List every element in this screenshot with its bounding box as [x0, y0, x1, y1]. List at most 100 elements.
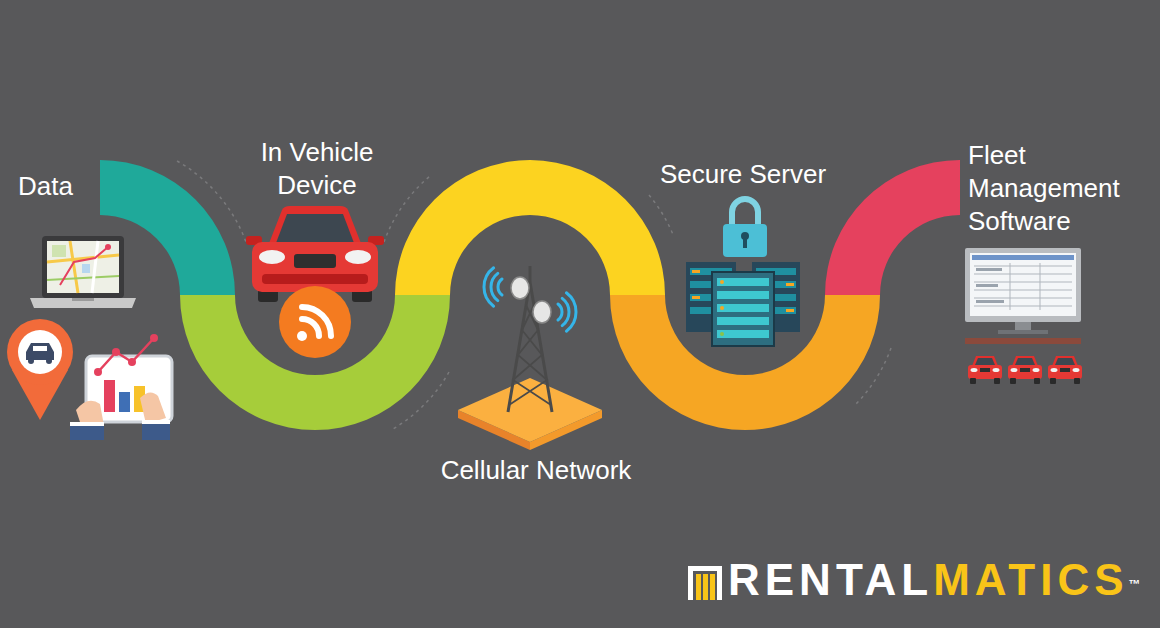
sleeve: [70, 424, 104, 440]
car-roof: [268, 206, 362, 246]
map-block: [82, 264, 90, 273]
logo-bar: [696, 574, 701, 600]
dashed-arc: [393, 372, 449, 429]
chart-bar: [104, 380, 115, 412]
laptop-bezel: [42, 236, 124, 298]
stage-label: Fleet Management Software: [968, 137, 1152, 240]
wave-segment: [100, 160, 235, 295]
stage-label: In Vehicle Device: [237, 134, 397, 204]
cuff: [70, 422, 104, 426]
dashed-arc: [649, 195, 674, 237]
server-slot: [717, 291, 769, 299]
stage-title: In Vehicle Device: [237, 136, 397, 202]
server-slot: [756, 307, 796, 314]
screen-column: [1010, 263, 1040, 310]
car-mirror: [368, 236, 384, 245]
map-road: [92, 241, 98, 293]
monitor-screen: [970, 253, 1076, 316]
server-light: [786, 283, 794, 286]
server-slot: [756, 294, 796, 301]
screen-cell: [976, 300, 1004, 303]
radio-wave: [558, 304, 562, 320]
pin-head: [7, 319, 73, 385]
wave-segment: [825, 160, 960, 295]
monitor-icon: [965, 248, 1082, 384]
pin-inner: [18, 330, 62, 374]
dashed-arcs: [177, 161, 891, 429]
laptop-icon: [30, 236, 136, 308]
map-route: [60, 247, 108, 285]
monitor-base: [998, 330, 1048, 334]
radio-wave: [566, 293, 576, 331]
hand: [140, 392, 166, 424]
fleet-car: [1048, 356, 1082, 384]
server-rack: [712, 272, 774, 346]
pin-car: [26, 343, 54, 360]
wave-segment: [395, 160, 665, 295]
logo-mark: [688, 566, 722, 600]
server-light: [720, 280, 724, 284]
server-slot: [690, 294, 732, 301]
car-wheel: [352, 286, 372, 302]
sleeve: [142, 422, 170, 440]
chart-dot: [94, 368, 102, 376]
logo-text: MATICS: [933, 555, 1128, 604]
server-slot: [756, 281, 796, 288]
logo-bar: [710, 574, 715, 600]
tower-brace: [513, 305, 551, 405]
chart-line: [98, 338, 154, 372]
fleet-car: [968, 356, 1002, 384]
map-pin: [105, 244, 111, 250]
car-windshield: [276, 214, 354, 243]
chart-bar: [134, 386, 145, 412]
vehicle-icon: [246, 206, 384, 302]
signal-wave: [302, 319, 319, 336]
screen-cell: [976, 268, 1002, 271]
map-road: [47, 255, 119, 262]
cell-tower: [458, 266, 602, 450]
logo-frame: [688, 566, 722, 600]
car-headlight: [345, 250, 371, 264]
radio-wave: [562, 298, 569, 325]
server-slot: [690, 268, 732, 275]
dashed-arc: [855, 348, 891, 405]
server-slot: [717, 304, 769, 312]
server-slot: [756, 268, 796, 275]
stage-title: Cellular Network: [406, 454, 666, 487]
signal-dot: [297, 331, 307, 341]
monitor-frame: [965, 248, 1081, 322]
platform-top: [458, 378, 602, 442]
car-headlight: [259, 250, 285, 264]
dashed-arc: [384, 176, 430, 242]
chart-dot: [128, 358, 136, 366]
server-rack: [752, 262, 800, 332]
lock-keyhole: [741, 232, 749, 240]
pin-car-wheel: [28, 358, 34, 364]
server-icon: [686, 199, 800, 346]
car-mirror: [246, 236, 262, 245]
stage-title: Fleet Management Software: [968, 139, 1152, 238]
server-light: [720, 306, 724, 310]
server-slot: [717, 317, 769, 325]
screen-row: [974, 266, 1072, 267]
stage-title: Data: [18, 170, 108, 203]
screen-rows: [974, 263, 1072, 310]
car-wheel: [258, 286, 278, 302]
server-light: [720, 332, 724, 336]
map-road: [70, 241, 78, 293]
logo-text: ™: [1129, 577, 1141, 591]
laptop-notch: [72, 298, 94, 301]
cuff: [142, 420, 170, 424]
badge-circle: [279, 286, 351, 358]
server-rack: [686, 262, 736, 332]
hand: [76, 401, 104, 428]
radio-wave: [498, 279, 502, 295]
server-light: [786, 309, 794, 312]
lock-keyhole: [743, 238, 747, 248]
fleet-car: [1008, 356, 1042, 384]
pin-car-window: [33, 346, 47, 351]
location-pin: [7, 319, 73, 420]
chart-bar: [119, 392, 130, 412]
